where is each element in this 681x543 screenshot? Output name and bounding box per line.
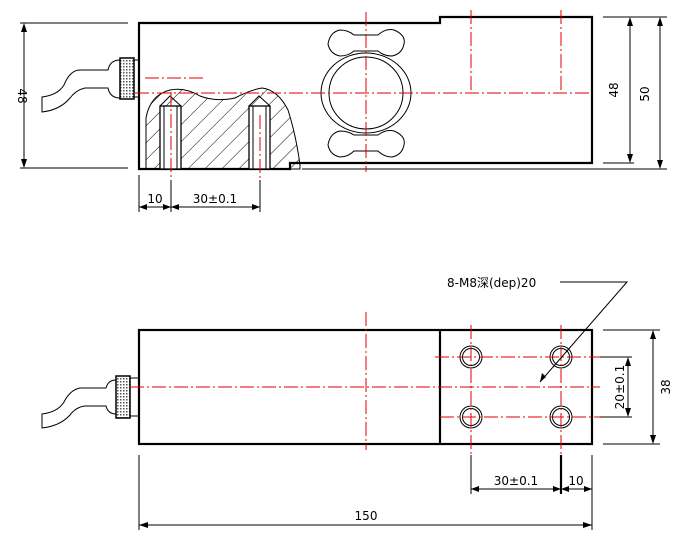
svg-text:50: 50 — [638, 86, 652, 101]
side-view: 48 48 50 10 30±0.1 — [15, 10, 667, 212]
hole-thread — [159, 95, 182, 169]
dim-top-hole-spacing: 10 30±0.1 — [138, 175, 261, 212]
svg-text:38: 38 — [659, 379, 673, 394]
svg-text:20±0.1: 20±0.1 — [613, 365, 627, 409]
svg-text:150: 150 — [355, 509, 378, 523]
dim-150: 150 — [138, 455, 592, 530]
bone-slot-top — [327, 29, 405, 57]
mounting-hole — [459, 405, 483, 429]
connector-knurl — [115, 375, 131, 419]
hole-thread — [248, 95, 271, 169]
cable — [41, 59, 121, 113]
svg-text:30±0.1: 30±0.1 — [494, 474, 538, 488]
dim-48-right: 48 — [603, 16, 667, 164]
svg-text:10: 10 — [568, 474, 583, 488]
dim-38: 38 — [603, 329, 673, 445]
hole-callout: 8-M8深(dep)20 — [447, 276, 629, 383]
dim-50: 50 — [638, 17, 663, 169]
svg-text:48: 48 — [15, 88, 29, 103]
svg-text:48: 48 — [607, 82, 621, 97]
svg-text:8-M8深(dep)20: 8-M8深(dep)20 — [447, 276, 536, 290]
dim-48-left: 48 — [15, 22, 128, 169]
connector-knurl — [119, 57, 135, 100]
bone-slot-bottom — [327, 130, 405, 158]
connector-ring — [129, 377, 140, 417]
cable — [41, 379, 117, 429]
svg-text:30±0.1: 30±0.1 — [193, 192, 237, 206]
dim-20: 20±0.1 — [600, 356, 632, 418]
bottom-view: 8-M8深(dep)20 38 20±0.1 30±0.1 10 — [41, 276, 673, 530]
svg-text:10: 10 — [147, 192, 162, 206]
connector-ring — [133, 59, 140, 98]
dim-bottom-hole-spacing: 30±0.1 10 — [470, 455, 593, 530]
